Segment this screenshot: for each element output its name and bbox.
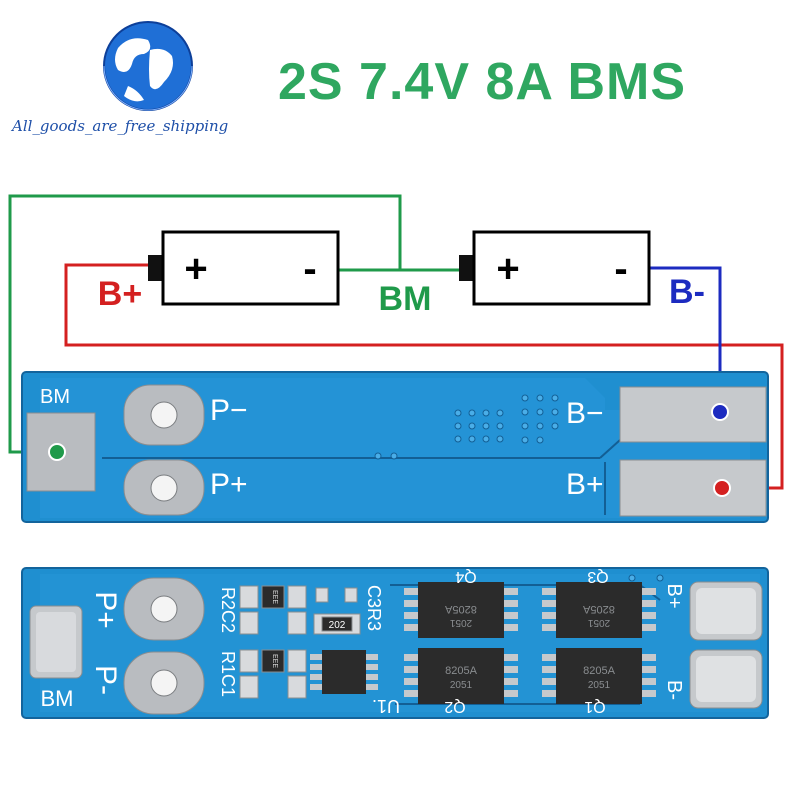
battery-cell-1: + - — [148, 230, 340, 306]
wire-bminus — [648, 266, 722, 412]
wire-bm — [8, 194, 462, 454]
mosfet-q1-mark: 8205A — [583, 665, 615, 677]
label-bm: BM — [379, 280, 432, 318]
ref-u1: U1. — [372, 696, 400, 716]
ref-q1: Q1 — [584, 698, 605, 715]
mosfet-q2-lot: 2051 — [450, 680, 473, 691]
battery-1-minus: - — [303, 247, 316, 291]
pad-bplus — [619, 459, 767, 517]
mosfet-q1-lot: 2051 — [588, 680, 611, 691]
cap-code-1: EEE — [271, 590, 278, 604]
silk-bminus: B- — [663, 680, 685, 700]
mosfet-q3: 8205A 2051 — [542, 582, 656, 638]
ref-r1c1: R1C1 — [218, 651, 238, 697]
page-title: 2S 7.4V 8A BMS — [278, 53, 687, 111]
bminus-connection-dot — [711, 403, 729, 421]
mosfet-q4: 8205A 2051 — [404, 582, 518, 638]
battery-2-plus: + — [496, 247, 519, 291]
pad-pminus-label: P− — [210, 394, 248, 427]
mosfet-q4-mark: 8205A — [444, 603, 476, 615]
battery-2-minus: - — [614, 247, 627, 291]
ref-q2: Q2 — [444, 698, 465, 715]
silk-bm: BM — [41, 686, 74, 711]
battery-1-plus: + — [184, 247, 207, 291]
mosfet-q2: 8205A 2051 — [404, 648, 518, 704]
ref-c3r3: C3R3 — [364, 585, 384, 631]
pcb-bottom-side: BM P+ P- R2C2 R1C1 C3R3 EEE — [21, 567, 769, 719]
header-graphics — [103, 21, 193, 111]
pad-bm-label: BM — [40, 386, 70, 408]
bm-connection-dot — [48, 443, 66, 461]
ref-q3: Q3 — [587, 568, 608, 585]
battery-cell-2: + - — [459, 230, 651, 306]
silk-pminus: P- — [89, 665, 122, 695]
ref-q4: Q4 — [455, 568, 476, 585]
label-bminus: B- — [669, 273, 705, 311]
globe-icon — [103, 21, 193, 111]
pad-pplus-label: P+ — [210, 468, 248, 501]
pad-bminus-label: B− — [566, 397, 604, 430]
mosfet-q3-mark: 8205A — [582, 603, 614, 615]
pad-bplus-label: B+ — [566, 468, 604, 501]
mosfet-q2-mark: 8205A — [445, 665, 477, 677]
ic-u1 — [310, 650, 378, 694]
resistor-code: 202 — [329, 620, 346, 631]
pad-bminus — [619, 386, 767, 443]
mosfet-q4-lot: 2051 — [449, 617, 472, 628]
bplus-connection-dot — [713, 479, 731, 497]
mosfet-q3-lot: 2051 — [587, 617, 610, 628]
silk-bplus: B+ — [663, 583, 685, 608]
wire-bplus — [64, 263, 784, 490]
mosfet-q1: 8205A 2051 — [542, 648, 656, 704]
pcb-top-side: BM P− P+ B− B+ — [21, 371, 769, 523]
cap-code-2: EEE — [271, 654, 278, 668]
label-bplus: B+ — [98, 275, 142, 313]
silk-pplus: P+ — [89, 591, 122, 629]
store-watermark: All_goods_are_free_shipping — [12, 117, 229, 135]
ref-r2c2: R2C2 — [218, 587, 238, 633]
